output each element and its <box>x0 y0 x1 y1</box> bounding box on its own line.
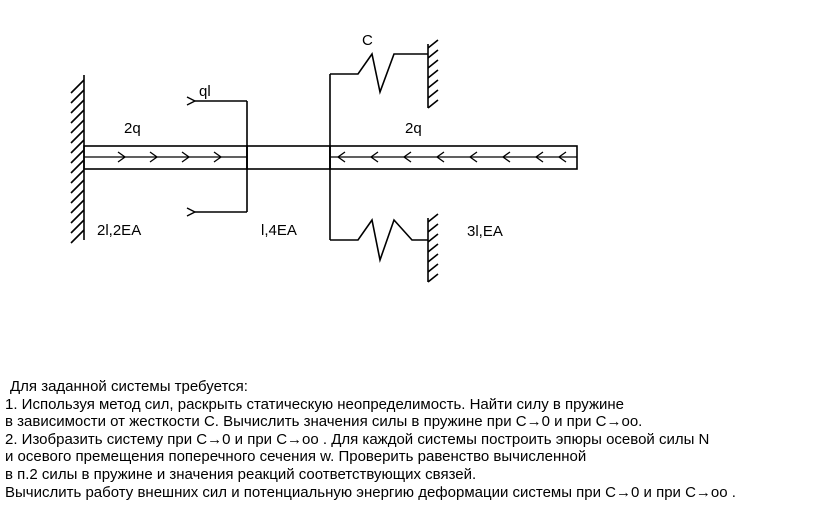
task-line-4: 2. Изобразить систему при С→0 и при С→оо… <box>5 430 710 448</box>
spring-stiffness-label: C <box>362 32 373 49</box>
task-line-3: в зависимости от жесткости С. Вычислить … <box>5 413 643 431</box>
point-force-label: ql <box>199 83 211 100</box>
segment-3-label: 3l,EA <box>467 223 503 240</box>
task-line-5: и осевого премещения поперечного сечения… <box>5 448 587 466</box>
left-distributed-load-arrows <box>84 151 247 163</box>
right-load-label: 2q <box>405 120 422 137</box>
left-load-label: 2q <box>124 120 141 137</box>
segment-2-label: l,4EA <box>261 222 297 239</box>
lower-spring-support <box>427 213 439 283</box>
springs <box>329 52 428 264</box>
segment-1-label: 2l,2EA <box>97 222 141 239</box>
structural-diagram: C ql 2q 2q 2l,2EA l,4EA 3l,EA <box>70 32 578 283</box>
lower-spring <box>330 218 428 264</box>
task-line-6: в п.2 силы в пружине и значения реакций … <box>5 465 477 483</box>
upper-spring <box>330 52 428 95</box>
rod-segment-2 <box>246 145 331 170</box>
left-fixed-support <box>70 75 85 244</box>
right-distributed-load-arrows <box>330 151 577 163</box>
upper-spring-support <box>427 39 439 109</box>
task-line-1: Для заданной системы требуется: <box>10 378 248 395</box>
task-line-7: Вычислить работу внешних сил и потенциал… <box>5 483 736 501</box>
task-line-2: 1. Используя метод сил, раскрыть статиче… <box>5 395 624 413</box>
point-force-ql <box>195 101 248 212</box>
task-text: Для заданной системы требуется: 1. Испол… <box>5 378 813 501</box>
